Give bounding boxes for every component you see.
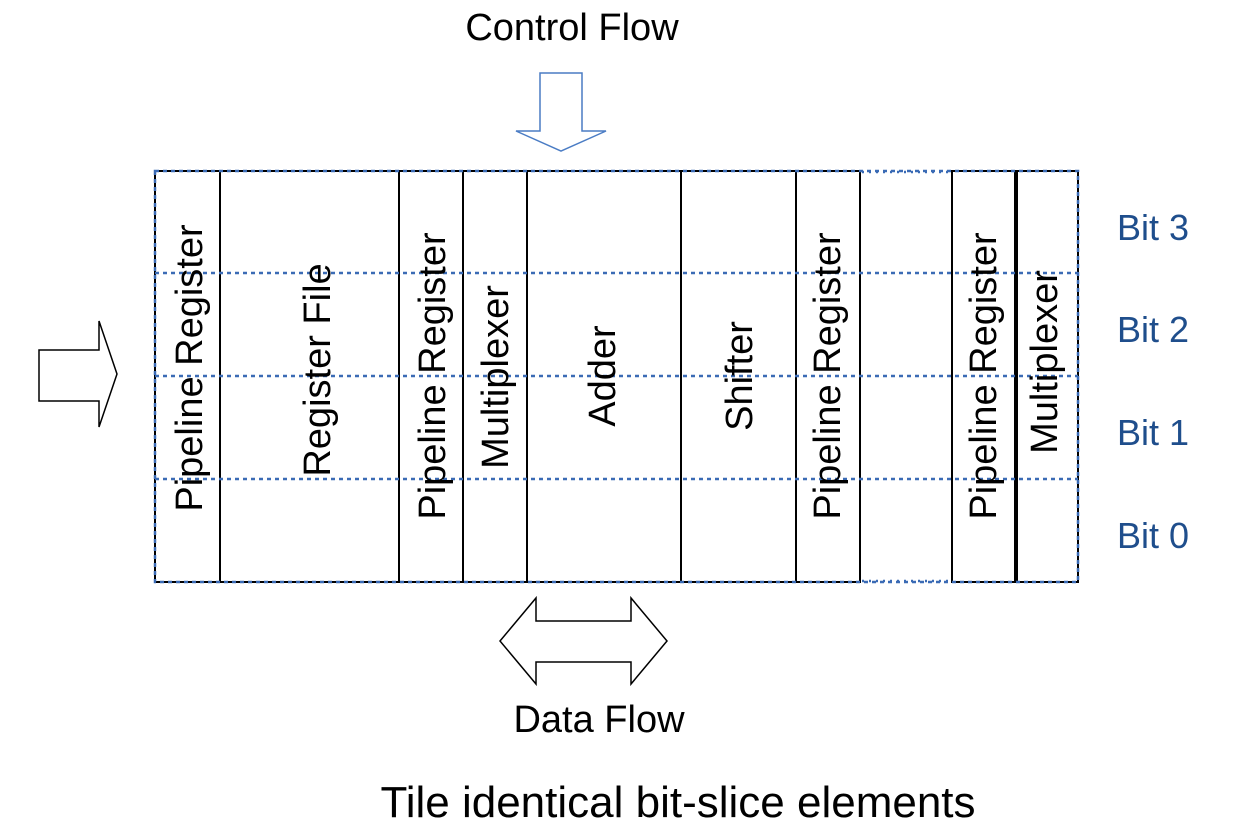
column-label: Pipeline Register (807, 232, 849, 520)
column-label: Pipeline Register (412, 232, 454, 520)
bit-labels: Bit 3 Bit 2 Bit 1 Bit 0 (1117, 207, 1189, 556)
column-label: Multiplexer (475, 285, 517, 469)
column-label: Multiplexer (1024, 270, 1066, 454)
column-label: Shifter (719, 321, 761, 431)
column-label: Adder (582, 325, 624, 427)
control-flow-label: Control Flow (465, 7, 679, 49)
caption: Tile identical bit-slice elements (380, 778, 975, 827)
column-labels: Pipeline Register Register File Pipeline… (169, 224, 1066, 520)
bit-label: Bit 1 (1117, 412, 1189, 453)
bit-slice-grid (153, 169, 1080, 584)
control-flow-arrow-icon (515, 72, 607, 152)
bit-label: Bit 0 (1117, 515, 1189, 556)
bit-label: Bit 3 (1117, 207, 1189, 248)
column-label: Pipeline Register (963, 232, 1005, 520)
column-label: Register File (297, 263, 339, 476)
bit-label: Bit 2 (1117, 309, 1189, 350)
data-flow-arrow-icon (499, 595, 668, 687)
input-arrow-icon (38, 320, 118, 428)
column-label: Pipeline Register (169, 224, 211, 512)
data-flow-label: Data Flow (513, 699, 685, 741)
